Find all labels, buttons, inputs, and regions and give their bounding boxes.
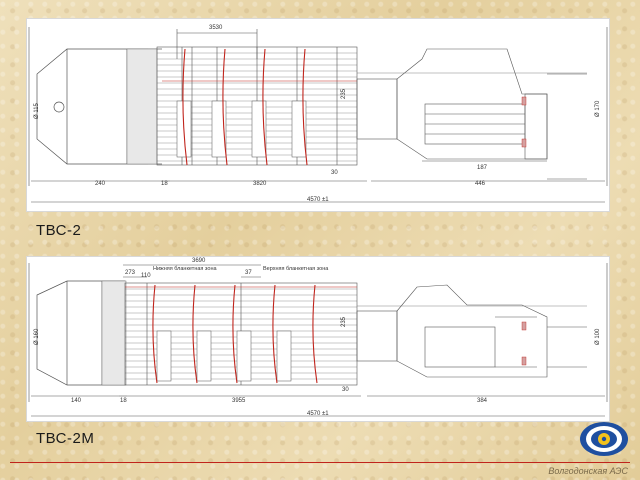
dim-3820: 3820 [253,181,267,187]
dim-phi-left-b: Ø 160 [34,328,40,345]
dim-total: 4570 ±1 [307,197,329,203]
tvs2m-drawing: 3690 273 110 37 Нижняя бланкетная зона В… [28,258,608,417]
dim-18: 18 [161,181,168,187]
dim-3530: 3530 [209,25,223,31]
caption-tvs2m: ТВС-2М [36,430,95,447]
footer-label: Волгодонская АЭС [548,466,628,476]
dim-30: 30 [331,170,338,176]
dim-384: 384 [477,398,488,404]
dim-446: 446 [475,181,486,187]
top-drawing-panel: 3530 235 Ø 115 Ø 170 30 187 240 18 3820 … [26,18,610,212]
footer-divider [10,462,630,463]
dim-3955: 3955 [232,398,246,404]
dim-235-b: 235 [341,316,347,327]
dim-240: 240 [95,181,106,187]
dim-30-b: 30 [342,387,349,393]
bottom-drawing-panel: 3690 273 110 37 Нижняя бланкетная зона В… [26,256,610,422]
dim-140: 140 [71,398,82,404]
tvs2-drawing: 3530 235 Ø 115 Ø 170 30 187 240 18 3820 … [28,25,608,203]
dim-phi-right-b: Ø 100 [595,328,601,345]
caption-tvs2: ТВС-2 [36,222,82,239]
rosenergoatom-logo [578,420,630,458]
dim-total-b: 4570 ±1 [307,411,329,417]
dim-3690: 3690 [192,258,206,264]
dim-187: 187 [477,165,488,171]
dim-phi-left: Ø 115 [34,102,40,119]
dim-phi-right: Ø 170 [595,100,601,117]
zone-upper: Верхняя бланкетная зона [263,266,329,272]
dim-18-b: 18 [120,398,127,404]
dim-273: 273 [125,270,136,276]
dim-37: 37 [245,270,252,276]
dim-110: 110 [141,273,151,279]
dim-235: 235 [341,88,347,99]
zone-lower: Нижняя бланкетная зона [153,266,217,272]
